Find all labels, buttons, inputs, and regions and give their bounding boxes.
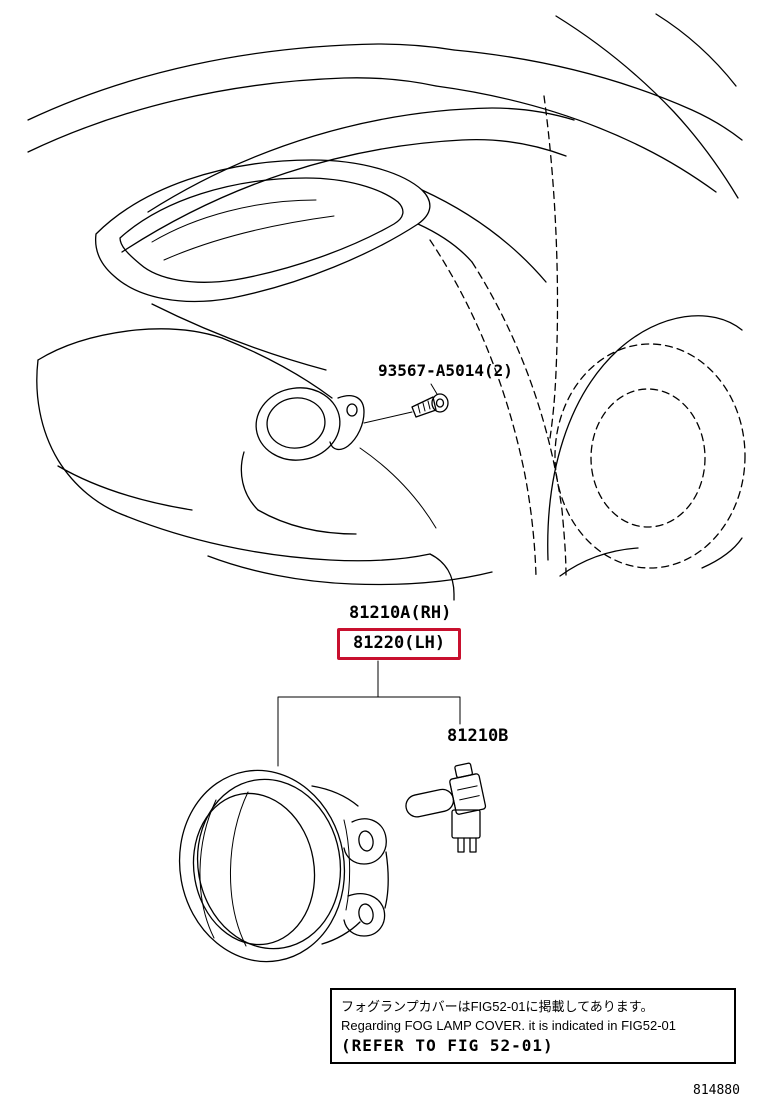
note-line-ref: (REFER TO FIG 52-01) <box>341 1036 554 1055</box>
screw-drawing <box>411 393 449 418</box>
fog-lamp-assembly-drawing <box>178 769 389 963</box>
car-front-sketch <box>27 13 746 601</box>
note-line-en: Regarding FOG LAMP COVER. it is indicate… <box>341 1018 677 1033</box>
figure-number: 814880 <box>693 1083 740 1098</box>
part-label-fog-lamp-lh[interactable]: 81220(LH) <box>337 628 462 660</box>
note-box: フォグランプカバーはFIG52-01に掲載してあります。 Regarding F… <box>330 988 736 1064</box>
note-line-jp: フォグランプカバーはFIG52-01に掲載してあります。 <box>341 999 654 1014</box>
part-label-fog-lamp-rh[interactable]: 81210A(RH) <box>349 603 452 623</box>
car-fog-lamp-detail <box>255 387 365 461</box>
part-label-screw[interactable]: 93567-A5014(2) <box>378 361 513 380</box>
leader-lines <box>277 383 461 767</box>
part-label-bulb[interactable]: 81210B <box>447 726 509 746</box>
bulb-drawing <box>405 762 487 853</box>
